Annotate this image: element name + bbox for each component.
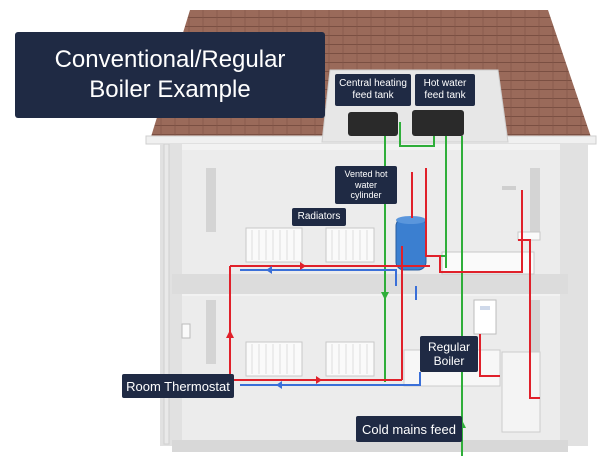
diagram-title-box: Conventional/Regular Boiler Example	[15, 32, 325, 118]
kitchen-cabinet	[501, 351, 541, 433]
hot-water-cylinder	[395, 217, 427, 271]
flow-direction-arrows	[226, 262, 466, 428]
label-hot-water-feed-tank: Hot water feed tank	[415, 74, 475, 106]
house-right-wall	[560, 144, 588, 446]
label-vented-hot-water-cylinder: Vented hot water cylinder	[335, 166, 397, 204]
bathtub	[441, 251, 535, 275]
room-thermostat-device	[181, 323, 191, 339]
label-central-heating-feed-tank: Central heating feed tank	[335, 74, 411, 106]
boiler-display	[480, 306, 490, 310]
flow-pipes	[229, 168, 540, 399]
label-regular-boiler: Regular Boiler	[420, 336, 478, 372]
regular-boiler-unit	[473, 299, 497, 335]
ground-floor	[172, 440, 568, 452]
window-upper-right	[530, 168, 540, 238]
diagram-title: Conventional/Regular Boiler Example	[54, 46, 286, 103]
radiator-lower-left	[245, 341, 303, 377]
label-cold-mains-feed: Cold mains feed	[356, 416, 462, 442]
downpipe	[163, 143, 170, 445]
upper-floor-slab	[172, 274, 568, 294]
return-pipes	[240, 269, 421, 386]
hot-water-cylinder-top	[396, 216, 426, 224]
hot-water-feed-tank	[412, 110, 464, 136]
central-heating-feed-tank	[348, 112, 398, 136]
window-lower-right	[530, 300, 540, 370]
window-lower-left	[206, 300, 216, 364]
window-upper-left	[206, 168, 216, 232]
house-left-wall	[160, 144, 182, 446]
label-room-thermostat: Room Thermostat	[122, 374, 234, 398]
radiator-upper-left	[245, 227, 303, 263]
radiator-lower-right	[325, 341, 375, 377]
shower-head	[502, 186, 516, 190]
radiator-upper-right	[325, 227, 375, 263]
label-radiators: Radiators	[292, 208, 346, 226]
